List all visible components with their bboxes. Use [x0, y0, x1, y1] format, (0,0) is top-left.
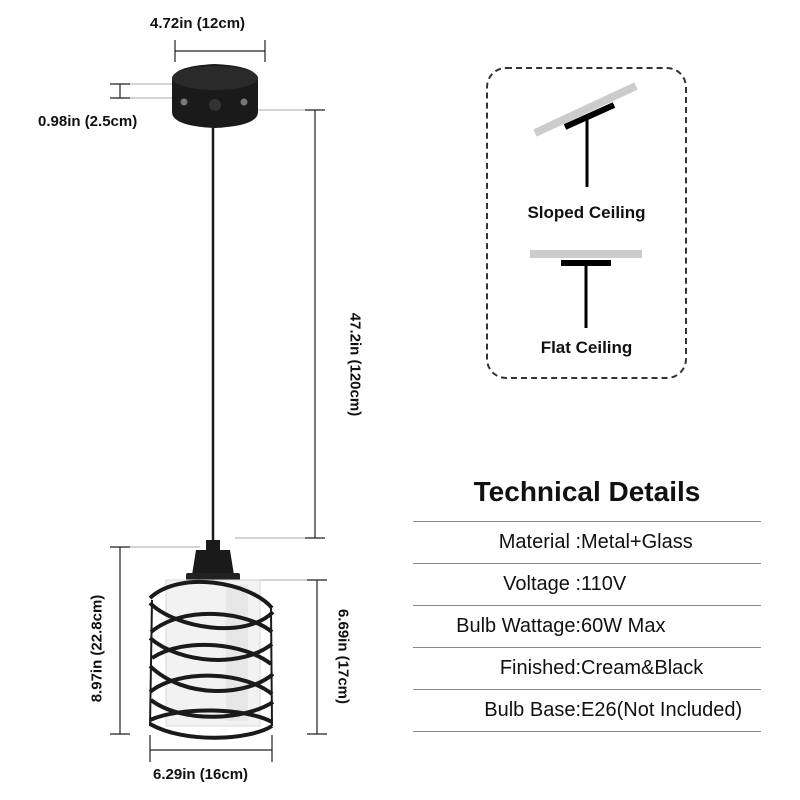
canopy — [172, 64, 258, 128]
sloped-ceiling-icon — [533, 82, 638, 187]
spec-row-finished: Finished: Cream&Black — [413, 648, 761, 690]
spec-label: Voltage : — [503, 573, 581, 595]
spec-row-bulb-base: Bulb Base: E26(Not Included) — [413, 690, 761, 732]
flat-ceiling-label: Flat Ceiling — [540, 338, 633, 357]
spec-label: Finished: — [499, 657, 581, 679]
spec-value: E26(Not Included) — [581, 699, 743, 721]
socket-cap — [186, 540, 240, 581]
dimension-lines — [110, 40, 327, 762]
shade-height-label: 6.69in (17cm) — [334, 608, 352, 705]
sloped-ceiling-label: Sloped Ceiling — [527, 203, 646, 222]
spec-value: 60W Max — [581, 615, 666, 637]
flat-ceiling-icon — [530, 250, 642, 328]
technical-details-table: Material : Metal+Glass Voltage : 110V Bu… — [413, 521, 761, 732]
spec-row-voltage: Voltage : 110V — [413, 564, 761, 606]
cord-length-label: 47.2in (120cm) — [346, 312, 364, 417]
shade-width-label: 6.29in (16cm) — [153, 766, 249, 783]
canopy-height-label: 0.98in (2.5cm) — [38, 113, 138, 130]
spec-label: Bulb Wattage: — [456, 615, 581, 637]
spec-value: Metal+Glass — [581, 531, 693, 553]
spec-label: Bulb Base: — [484, 699, 581, 721]
spec-value: Cream&Black — [581, 657, 704, 679]
spec-label: Material : — [498, 531, 581, 553]
shade-total-height-label: 8.97in (22.8cm) — [88, 594, 106, 703]
spec-value: 110V — [581, 573, 627, 595]
mounting-options-box: Sloped Ceiling Flat Ceiling — [486, 67, 687, 379]
technical-details-title: Technical Details — [473, 476, 701, 507]
metal-spiral-cage — [148, 579, 275, 740]
spec-row-material: Material : Metal+Glass — [413, 522, 761, 564]
spec-row-bulb-wattage: Bulb Wattage: 60W Max — [413, 606, 761, 648]
canopy-width-label: 4.72in (12cm) — [150, 15, 246, 32]
